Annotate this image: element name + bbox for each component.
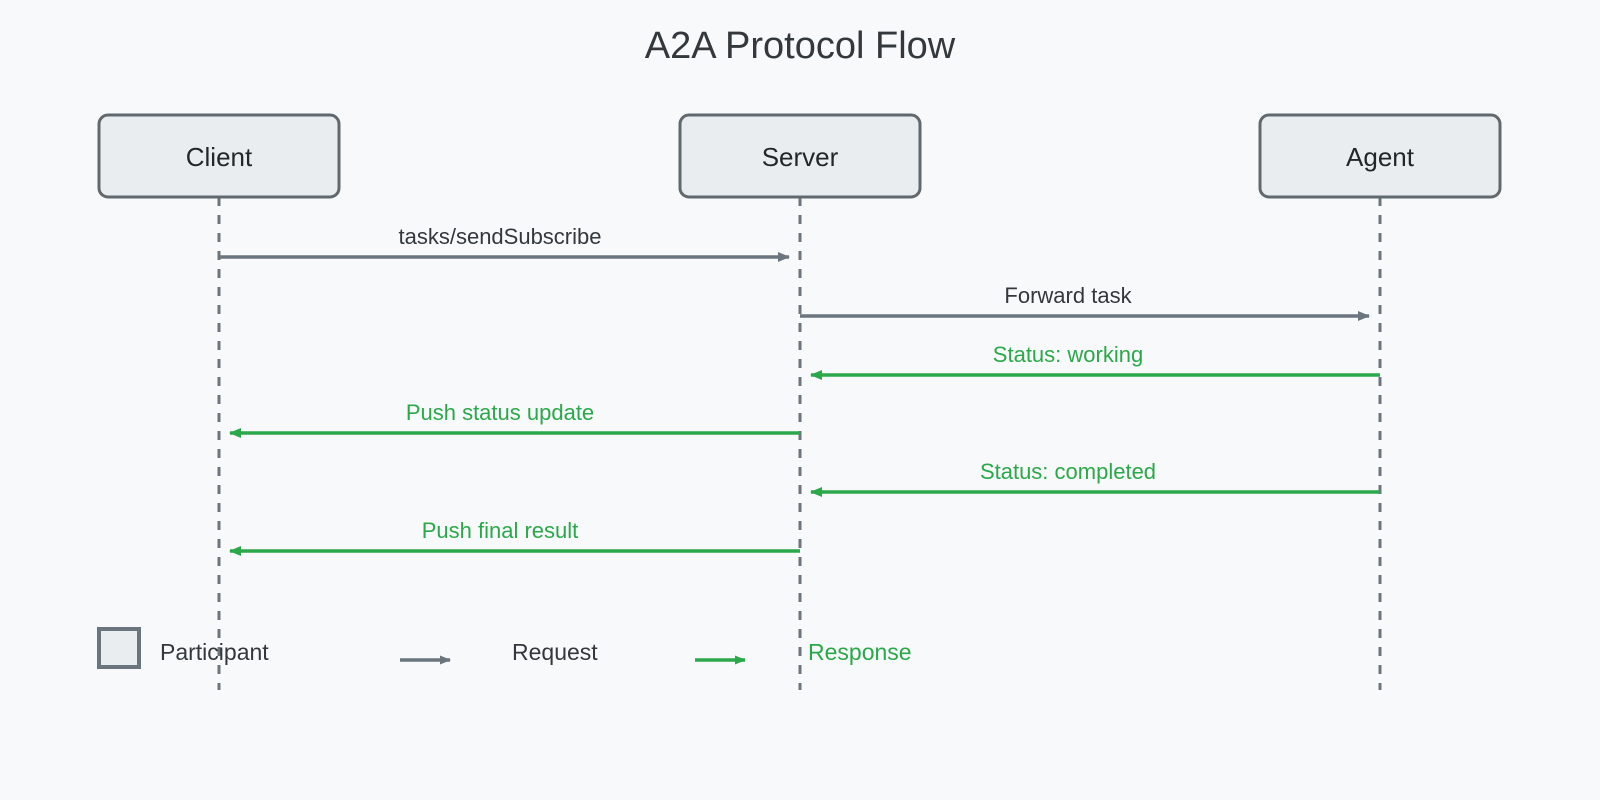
legend-item-response: Response: [695, 639, 912, 665]
message-label-push-final-result: Push final result: [422, 518, 579, 543]
participant-box-client[interactable]: [97, 113, 341, 199]
message-label-tasks-sendsubscribe: tasks/sendSubscribe: [399, 224, 602, 249]
legend-label-response: Response: [808, 639, 912, 665]
participant-server[interactable]: Server: [678, 113, 922, 199]
message-push-final-result: Push final result: [229, 518, 800, 556]
message-forward-task: Forward task: [800, 283, 1370, 321]
legend-item-participant: Participant: [97, 627, 269, 669]
legend-swatch-icon: [97, 627, 141, 669]
message-label-forward-task: Forward task: [1004, 283, 1132, 308]
participant-label-server: Server: [762, 142, 839, 172]
participant-label-client: Client: [186, 142, 253, 172]
message-push-status-update: Push status update: [229, 400, 800, 438]
message-label-status-completed: Status: completed: [980, 459, 1156, 484]
participant-box-agent[interactable]: [1258, 113, 1502, 199]
diagram-title: A2A Protocol Flow: [645, 25, 956, 67]
participant-client[interactable]: Client: [97, 113, 341, 199]
message-label-status-working: Status: working: [993, 342, 1143, 367]
legend: Participant Request Response: [97, 627, 912, 669]
legend-item-request: Request: [400, 639, 598, 665]
legend-label-request: Request: [512, 639, 598, 665]
message-label-push-status-update: Push status update: [406, 400, 594, 425]
participant-box-server[interactable]: [678, 113, 922, 199]
participant-agent[interactable]: Agent: [1258, 113, 1502, 199]
legend-label-participant: Participant: [160, 639, 269, 665]
message-tasks-sendsubscribe: tasks/sendSubscribe: [219, 224, 790, 262]
message-status-working: Status: working: [810, 342, 1380, 380]
message-status-completed: Status: completed: [810, 459, 1380, 497]
participant-label-agent: Agent: [1346, 142, 1415, 172]
